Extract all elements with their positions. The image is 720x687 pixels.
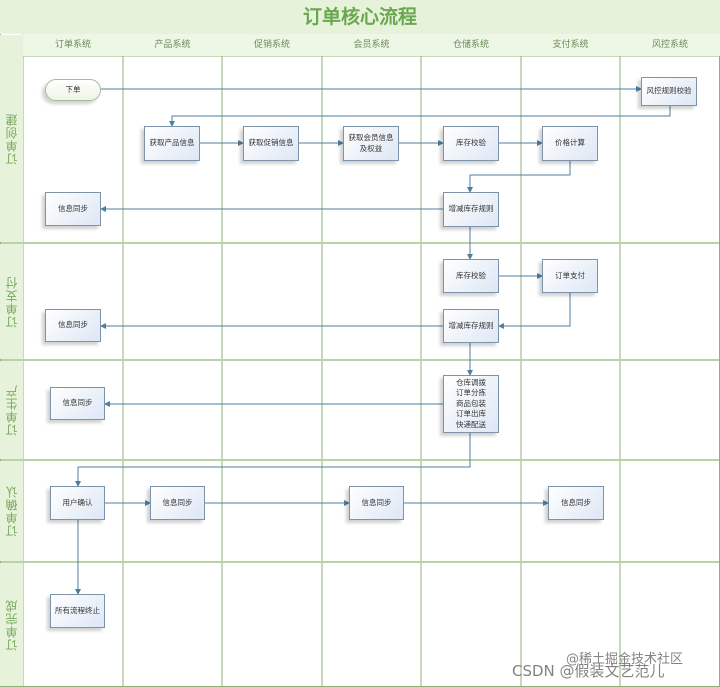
column-header: 订单系统: [23, 34, 123, 56]
flow-node-adjust1[interactable]: 增减库存规则: [443, 192, 499, 227]
flow-node-start[interactable]: 下单: [45, 79, 101, 101]
lane-label: 订单创建: [5, 112, 19, 165]
lane-label: 订单生产: [5, 384, 19, 436]
lane-header: 订单生产: [0, 361, 23, 459]
lane-header: 订单完成: [0, 563, 23, 686]
column-header: 风控系统: [620, 34, 720, 56]
lane-label: 订单完成: [5, 598, 19, 651]
column-header: 促销系统: [222, 34, 322, 56]
flow-node-stock1[interactable]: 库存校验: [443, 126, 499, 161]
column-header: 产品系统: [123, 34, 222, 56]
flow-node-end[interactable]: 所有流程终止: [50, 594, 105, 628]
flow-node-sync2[interactable]: 信息同步: [45, 309, 101, 342]
flow-node-sync1[interactable]: 信息同步: [45, 192, 101, 226]
flow-node-sync3[interactable]: 信息同步: [50, 387, 105, 420]
flow-node-sync5[interactable]: 信息同步: [349, 486, 404, 520]
flow-node-pay[interactable]: 订单支付: [542, 259, 598, 293]
flow-node-warehouse[interactable]: 仓库调拨 订单分拣 商品包装 订单出库 快递配送: [443, 375, 499, 433]
watermark-juejin: @稀土掘金技术社区: [566, 652, 684, 667]
watermark-csdn: CSDN @假装文艺范儿: [512, 662, 665, 680]
lane-header: 订单确认: [0, 461, 23, 561]
column-header: 仓储系统: [421, 34, 521, 56]
flow-node-sync6[interactable]: 信息同步: [548, 486, 604, 520]
flow-node-price[interactable]: 价格计算: [542, 126, 598, 161]
column-header: 支付系统: [521, 34, 620, 56]
flow-node-risk[interactable]: 风控规则校验: [641, 77, 697, 106]
flow-node-confirm[interactable]: 用户确认: [50, 486, 105, 520]
flow-arrow: [498, 293, 571, 329]
lane-label: 订单确认: [5, 485, 19, 537]
flow-node-sync4[interactable]: 信息同步: [150, 486, 205, 520]
diagram-title: 订单核心流程: [0, 0, 720, 34]
flow-node-promo[interactable]: 获取促销信息: [243, 126, 299, 161]
lane-label: 订单支付: [5, 275, 19, 328]
flow-arrow: [467, 161, 571, 193]
lane-header: 订单创建: [0, 35, 23, 242]
flow-arrow: [169, 106, 671, 127]
column-header: 会员系统: [322, 34, 421, 56]
flow-arrow: [75, 433, 471, 487]
flow-node-stock2[interactable]: 库存校验: [443, 259, 499, 293]
flow-node-adjust2[interactable]: 增减库存规则: [443, 309, 499, 343]
lane-header: 订单支付: [0, 244, 23, 359]
flow-node-product[interactable]: 获取产品信息: [144, 126, 200, 161]
flow-node-member[interactable]: 获取会员信息 及权益: [343, 126, 399, 161]
